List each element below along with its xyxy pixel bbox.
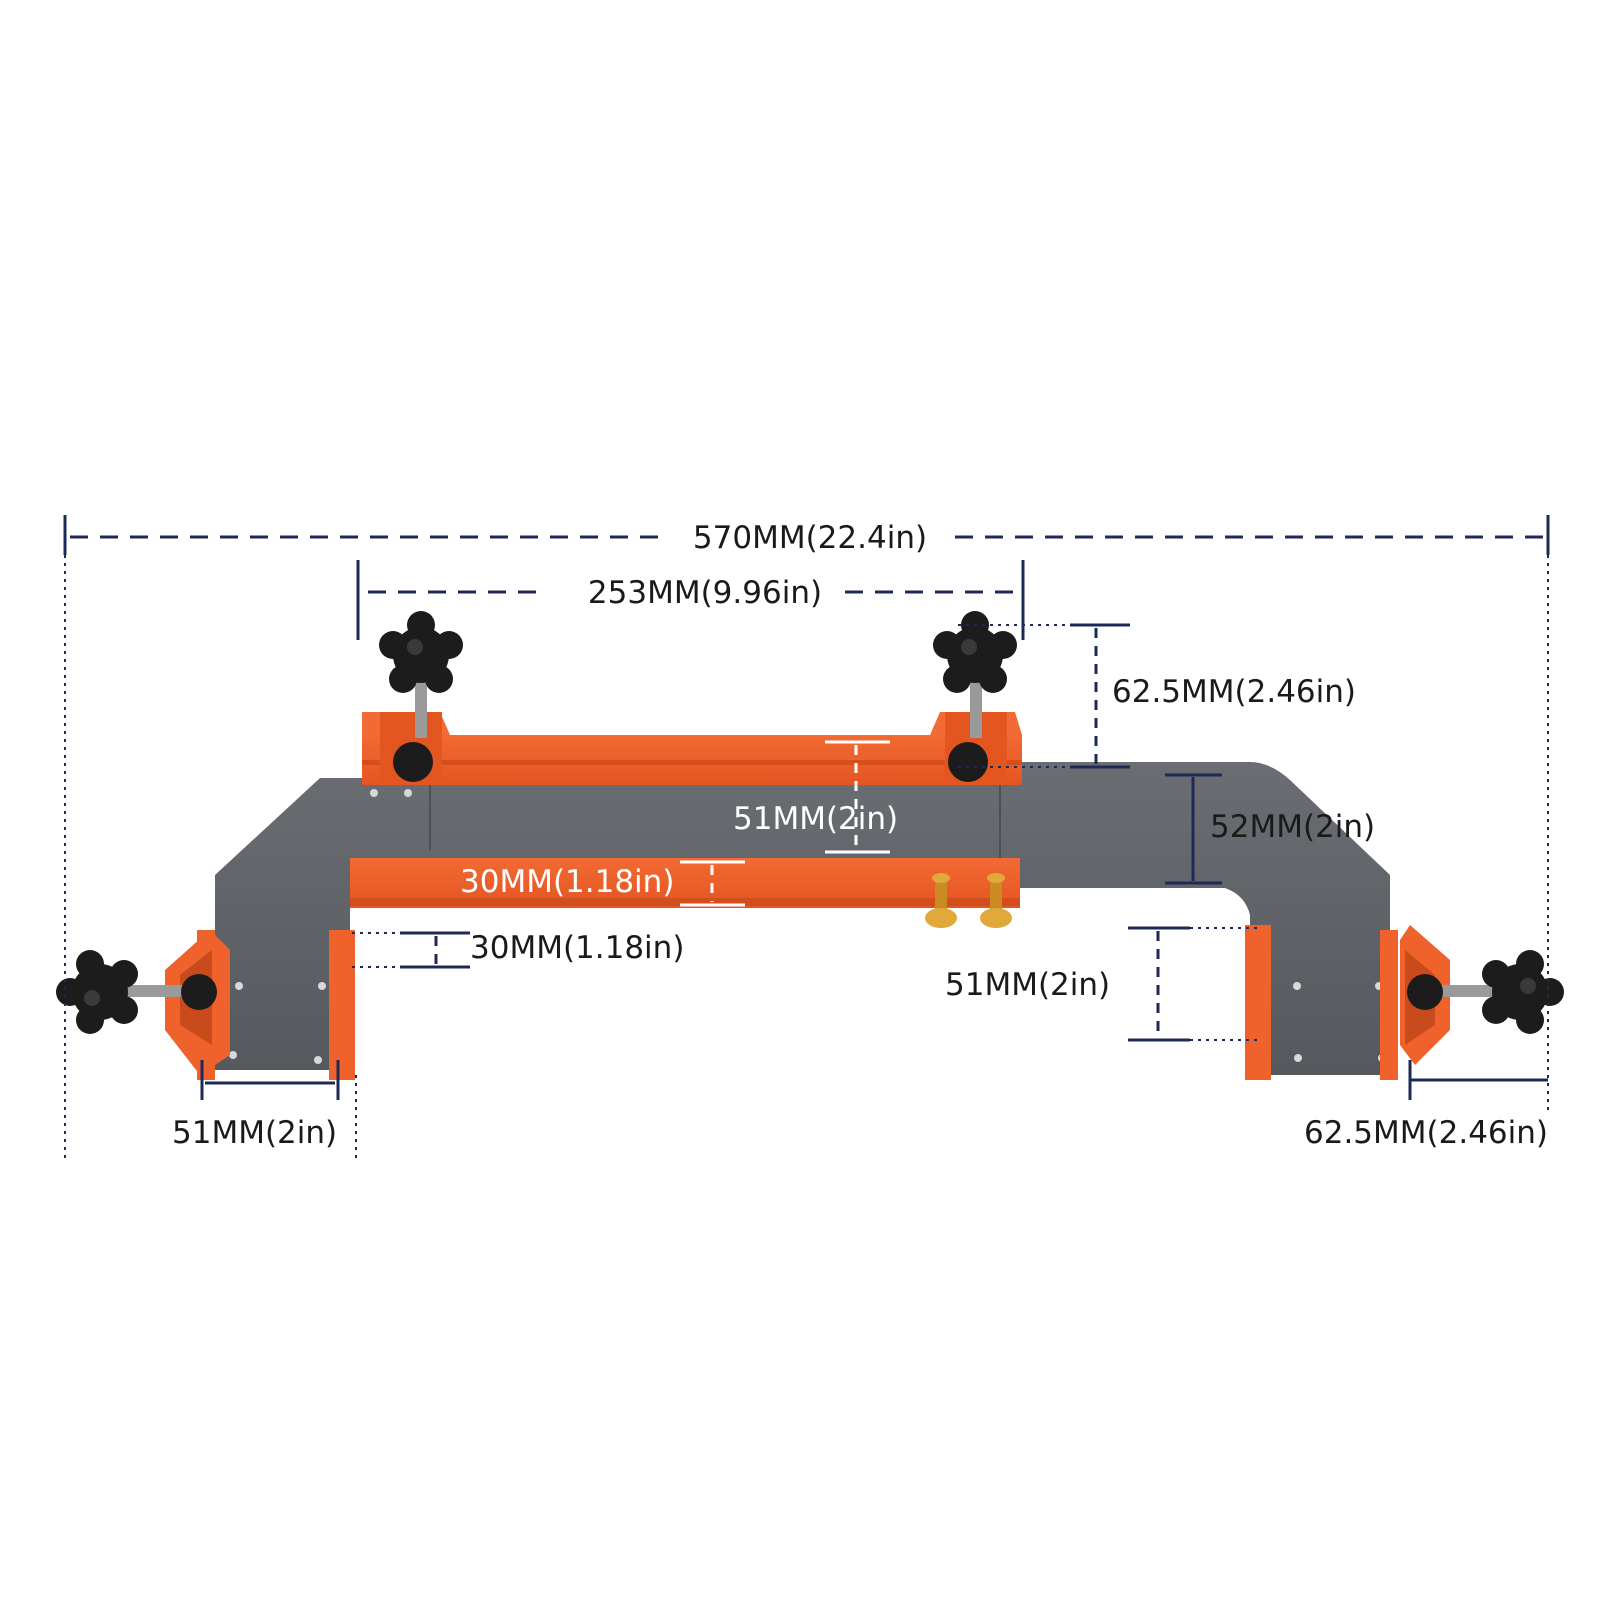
left-jaw-width-label: 51MM(2in) <box>172 1115 337 1151</box>
gray-frame <box>215 762 1390 1075</box>
jig-body <box>56 611 1564 1080</box>
star-knob-icon[interactable] <box>1482 950 1564 1034</box>
brass-stop-pin-icon[interactable] <box>980 873 1012 928</box>
lower-rail-height-label: 30MM(1.18in) <box>460 864 674 900</box>
dimension-lines <box>63 515 1550 1160</box>
left-lip-height-label: 30MM(1.18in) <box>470 930 684 966</box>
right-knob-width-label: 62.5MM(2.46in) <box>1304 1115 1548 1151</box>
overall-width-label: 570MM(22.4in) <box>693 520 927 556</box>
center-gap-label: 51MM(2in) <box>733 801 898 837</box>
lower-orange-rail <box>350 858 1020 908</box>
brass-stop-pin-icon[interactable] <box>925 873 957 928</box>
right-arm-height-label: 52MM(2in) <box>1210 809 1375 845</box>
star-knob-icon[interactable] <box>56 950 138 1034</box>
rivets <box>229 789 1386 1064</box>
star-knob-icon[interactable] <box>933 611 1017 693</box>
top-orange-rail <box>362 712 1022 785</box>
top-rail-width-label: 253MM(9.96in) <box>588 575 822 611</box>
star-knob-icon[interactable] <box>379 611 463 693</box>
right-jaw-depth-label: 51MM(2in) <box>945 967 1110 1003</box>
top-knob-height-label: 62.5MM(2.46in) <box>1112 674 1356 710</box>
